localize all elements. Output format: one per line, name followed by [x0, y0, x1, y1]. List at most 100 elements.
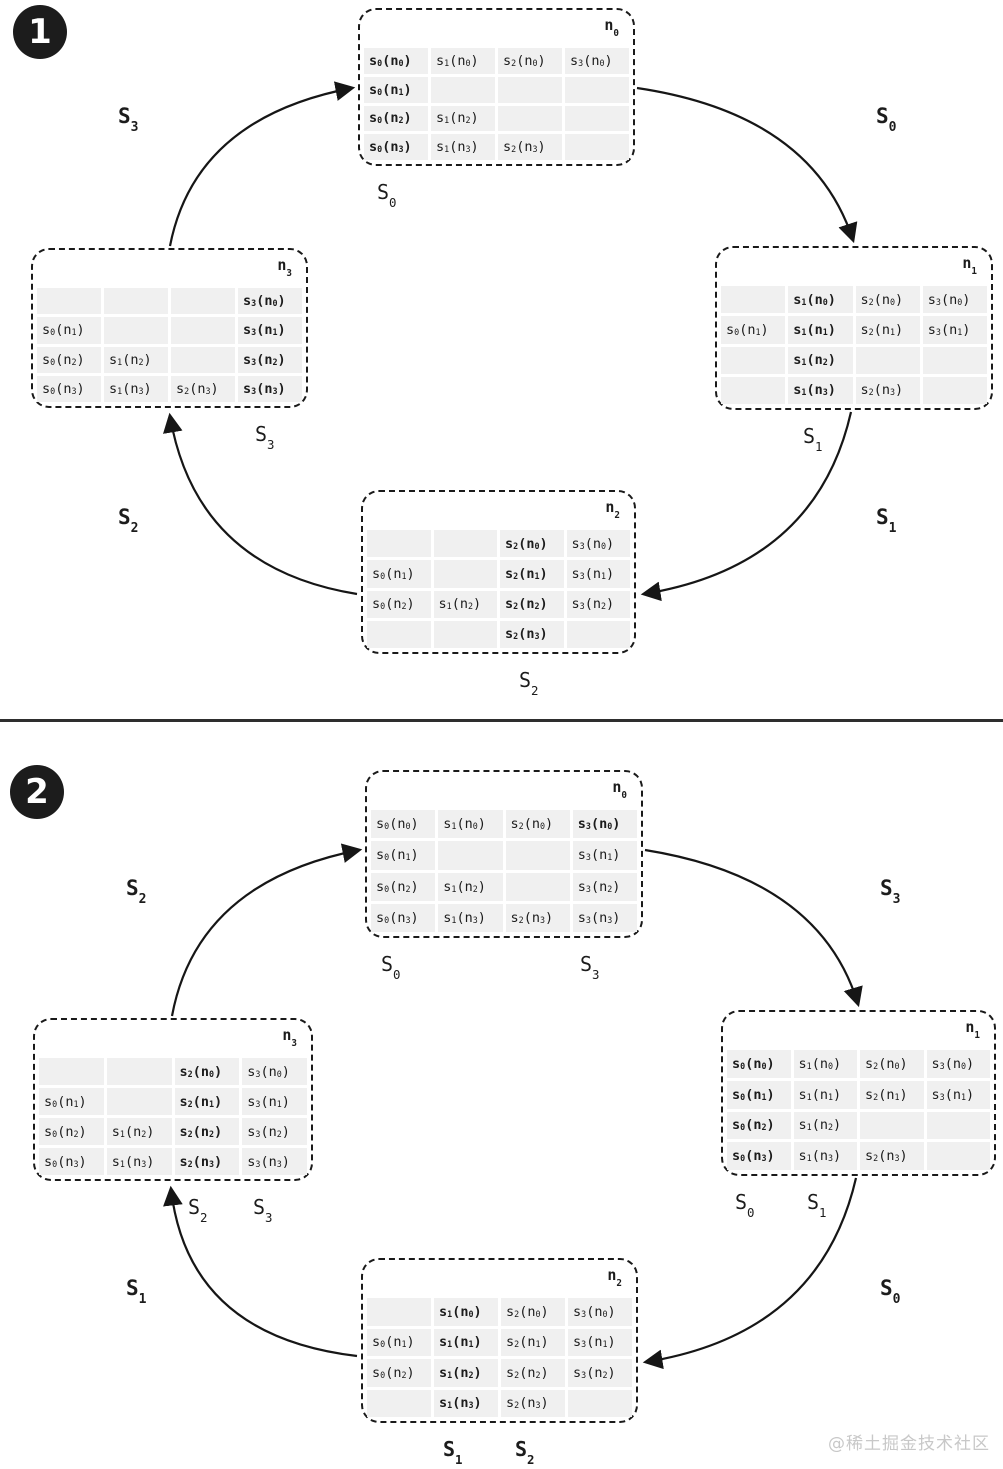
segment-label-S3: S3 [580, 952, 600, 983]
node-step-labels: S1 [715, 424, 993, 456]
node-step-labels: S2 [361, 668, 636, 700]
arrow-d2-n2-to-n3 [163, 1185, 358, 1358]
watermark: @稀土掘金技术社区 [828, 1434, 990, 1454]
empty-cell [433, 560, 497, 588]
node-step-labels: S3 [31, 422, 308, 454]
empty-cell [438, 841, 503, 870]
empty-cell [565, 76, 629, 103]
empty-cell [926, 1111, 990, 1140]
node-title: n0 [604, 16, 619, 40]
segment-label-S2: S2 [519, 668, 539, 699]
segment-label-S2: S2 [515, 1437, 535, 1468]
empty-cell [855, 346, 920, 374]
section-divider [0, 719, 1003, 722]
arrow-label-d1-bottom-left: S2 [118, 505, 139, 537]
empty-cell [433, 620, 497, 648]
empty-cell [568, 1389, 632, 1417]
node-title: n1 [965, 1018, 980, 1042]
empty-cell [39, 1058, 104, 1085]
arrow-d1-n3-to-n0 [168, 81, 356, 247]
segment-label-S0: S0 [735, 1190, 755, 1221]
arrow-label-d1-top-right: S0 [876, 104, 897, 136]
empty-cell [498, 76, 562, 103]
empty-cell [106, 1088, 172, 1115]
arrow-d2-n0-to-n1 [644, 848, 863, 1008]
empty-cell [106, 1058, 172, 1085]
empty-cell [566, 620, 630, 648]
arrow-d1-n1-to-n2 [640, 411, 853, 602]
node-title: n3 [277, 256, 292, 280]
empty-cell [922, 346, 987, 374]
node-title: n2 [605, 498, 620, 522]
segment-label-S0: S0 [377, 180, 397, 211]
empty-cell [367, 1298, 431, 1326]
empty-cell [104, 288, 168, 315]
empty-cell [721, 286, 786, 314]
segment-label-S3: S3 [253, 1195, 273, 1226]
empty-cell [505, 872, 570, 901]
node-title: n0 [612, 778, 627, 802]
arrow-label-d1-top-left: S3 [118, 104, 139, 136]
empty-cell [37, 288, 101, 315]
empty-cell [721, 376, 786, 404]
arrow-label-d1-bottom-right: S1 [876, 505, 897, 537]
empty-cell [104, 317, 168, 344]
empty-cell [367, 620, 431, 648]
empty-cell [926, 1142, 990, 1170]
